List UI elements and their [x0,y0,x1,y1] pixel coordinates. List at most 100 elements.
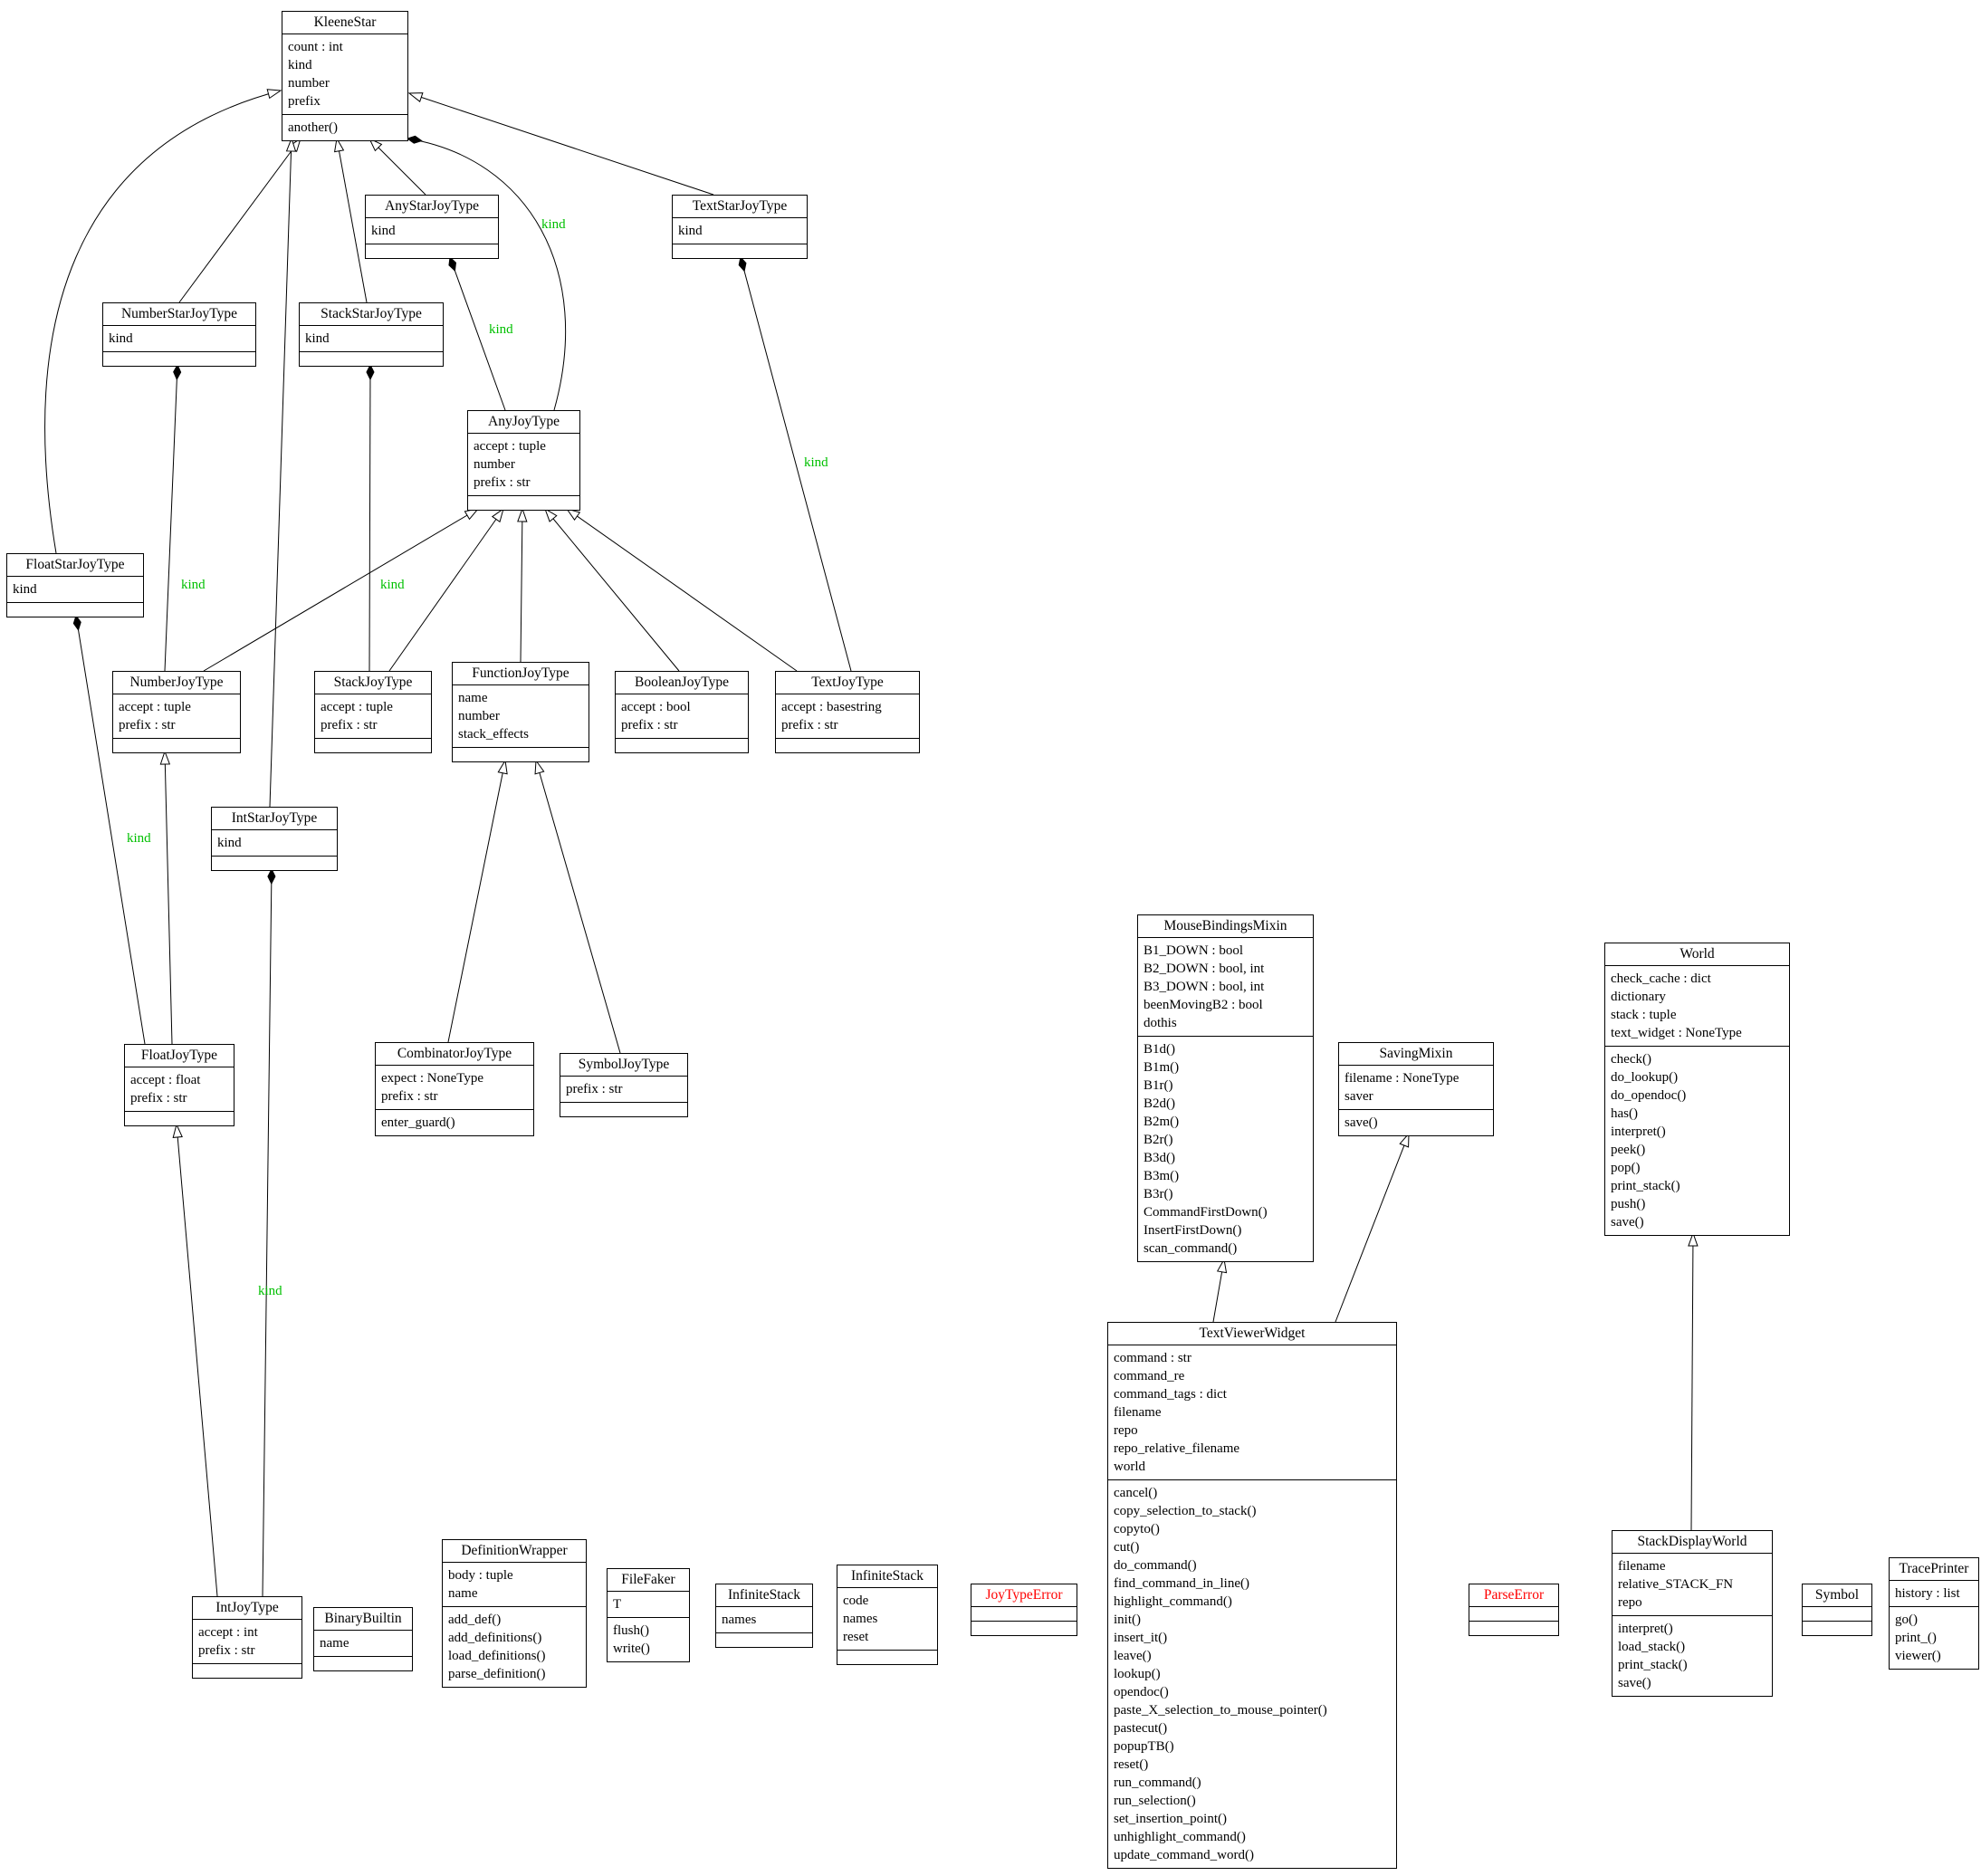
class-methods [366,244,498,258]
class-attribute: dictionary [1611,990,1666,1004]
class-method: enter_guard() [381,1115,455,1130]
inheritance-edge-IntJoyType-to-FloatJoyType [177,1125,218,1597]
class-method: B2r() [1144,1133,1173,1147]
class-method: update_command_word() [1114,1848,1254,1862]
inheritance-edge-StackStarJoyType-to-KleeneStar [337,139,368,303]
uml-class-TextStarJoyType: TextStarJoyType kind [672,195,808,259]
class-method: B3r() [1144,1187,1173,1201]
class-attributes [1469,1606,1558,1621]
class-method: init() [1114,1613,1141,1627]
composition-edge-TextJoyType-to-TextStarJoyType [741,257,852,672]
class-method: cut() [1114,1540,1140,1555]
inheritance-edge-SymbolJoyType-to-FunctionJoyType [536,761,621,1054]
class-methods [113,738,240,752]
class-attributes: history : list [1890,1580,1978,1606]
class-method: do_command() [1114,1558,1197,1573]
class-attributes: T [608,1591,689,1617]
class-name: InfiniteStack [727,1587,801,1603]
uml-class-TracePrinter: TracePrinter history : list go()print_()… [1889,1557,1979,1670]
inheritance-edge-TextViewerWidget-to-SavingMixin [1335,1134,1409,1323]
class-method: CommandFirstDown() [1144,1205,1268,1220]
inheritance-edge-TextViewerWidget-to-MouseBindingsMixin [1212,1259,1224,1323]
class-method: add_definitions() [448,1631,542,1645]
class-methods [125,1111,234,1125]
class-attribute: name [320,1636,349,1651]
class-attribute: number [474,457,515,472]
class-methods: cancel()copy_selection_to_stack()copyto(… [1108,1479,1396,1868]
class-methods: go()print_()viewer() [1890,1606,1978,1669]
uml-class-SymbolJoyType: SymbolJoyType prefix : str [560,1053,688,1117]
edge-label-kind: kind [489,322,513,337]
class-method: insert_it() [1114,1631,1168,1645]
class-method: flush() [613,1623,649,1638]
class-methods [971,1621,1077,1635]
class-attribute: accept : tuple [321,700,393,714]
class-name: MouseBindingsMixin [1163,918,1287,933]
composition-edge-FloatJoyType-to-FloatStarJoyType [76,616,146,1045]
class-attribute: name [458,691,488,705]
class-attributes: kind [212,829,337,856]
class-attributes: prefix : str [560,1076,687,1102]
class-methods [300,351,443,366]
class-methods [212,856,337,870]
class-attribute: repo_relative_filename [1114,1441,1240,1456]
class-attribute: count : int [288,40,343,54]
edge-label-kind: kind [541,217,566,232]
class-methods [314,1656,412,1670]
class-name: StackStarJoyType [321,306,422,321]
class-attributes: name [314,1630,412,1656]
class-method: leave() [1114,1649,1152,1663]
class-attribute: number [288,76,330,91]
class-name: World [1680,946,1715,962]
class-attribute: check_cache : dict [1611,972,1711,986]
class-method: print_stack() [1611,1179,1680,1193]
edge-label-kind: kind [181,578,206,592]
class-method: find_command_in_line() [1114,1576,1249,1591]
class-attribute: expect : NoneType [381,1071,484,1086]
class-attributes [971,1606,1077,1621]
class-attribute: kind [678,224,703,238]
class-methods: save() [1339,1109,1493,1135]
class-attributes: kind [366,217,498,244]
class-method: B2m() [1144,1115,1180,1129]
class-attributes: accept : tuple prefix : str [315,694,431,738]
class-name: AnyJoyType [488,414,560,429]
class-methods [1803,1621,1871,1635]
class-method: set_insertion_point() [1114,1812,1227,1826]
class-name: InfiniteStack [850,1568,924,1584]
class-attribute: prefix : str [566,1082,623,1096]
class-attribute: prefix : str [781,718,838,732]
class-attribute: kind [305,331,330,346]
class-attribute: filename [1114,1405,1162,1420]
class-name: KleeneStar [313,14,377,30]
class-name: ParseError [1483,1587,1545,1603]
class-attribute: filename [1618,1559,1666,1574]
class-methods: B1d()B1m()B1r()B2d()B2m()B2r()B3d()B3m()… [1138,1036,1313,1261]
class-method: print_stack() [1618,1658,1688,1672]
uml-class-StackStarJoyType: StackStarJoyType kind [299,302,444,367]
inheritance-edge-NumberStarJoyType-to-KleeneStar [178,139,301,303]
inheritance-edge-FunctionJoyType-to-AnyJoyType [521,509,522,663]
class-method: go() [1895,1613,1918,1627]
class-attribute: prefix : str [321,718,378,732]
class-attributes: kind [300,325,443,351]
class-attribute: prefix : str [474,475,531,490]
class-name: AnyStarJoyType [385,198,479,214]
